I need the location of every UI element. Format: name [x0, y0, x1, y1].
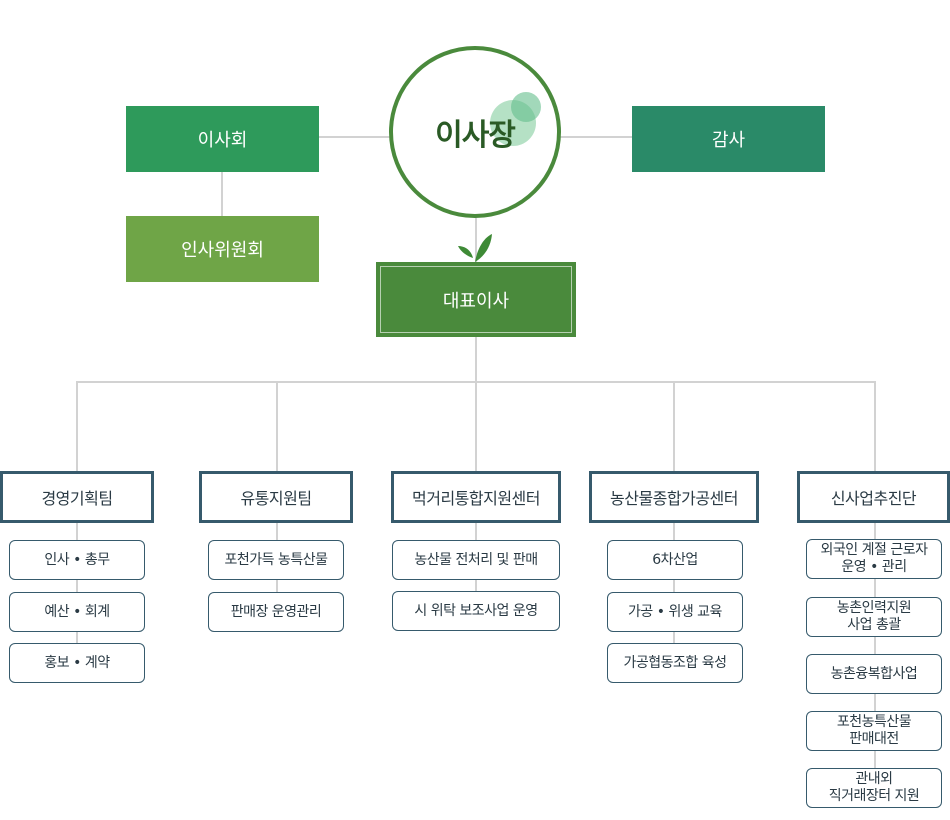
sub-unit[interactable]: 홍보 • 계약: [9, 643, 145, 683]
connector-team-3: [475, 381, 477, 473]
sub-unit[interactable]: 6차산업: [607, 540, 743, 580]
connector-team-5: [874, 381, 876, 473]
sub-unit[interactable]: 포천농특산물 판매대전: [806, 711, 942, 751]
connector-board-hr: [221, 171, 223, 217]
team-label: 농산물종합가공센터: [610, 489, 738, 508]
team-label: 경영기획팀: [41, 489, 113, 508]
connector-team-2: [276, 381, 278, 473]
sub-unit[interactable]: 가공 • 위생 교육: [607, 592, 743, 632]
sprout-icon: [458, 234, 492, 262]
audit-label: 감사: [711, 130, 746, 151]
sub-unit[interactable]: 관내외 직거래장터 지원: [806, 768, 942, 808]
ceo-box[interactable]: 대표이사: [376, 262, 576, 337]
chairman-label: 이사장: [435, 118, 516, 153]
team-box[interactable]: 신사업추진단: [797, 471, 950, 523]
sub-unit[interactable]: 예산 • 회계: [9, 592, 145, 632]
sub-unit[interactable]: 시 위탁 보조사업 운영: [392, 591, 560, 631]
chairman-circle[interactable]: 이사장: [389, 46, 561, 218]
sub-unit[interactable]: 외국인 계절 근로자 운영 • 관리: [806, 539, 942, 579]
ceo-label: 대표이사: [442, 290, 510, 312]
chairman-decor-blob-small: [511, 92, 541, 122]
sub-unit[interactable]: 인사 • 총무: [9, 540, 145, 580]
team-label: 신사업추진단: [830, 489, 917, 508]
hr-committee-box[interactable]: 인사위원회: [126, 216, 319, 282]
team-box[interactable]: 농산물종합가공센터: [589, 471, 759, 523]
connector-ceo-bus: [475, 336, 477, 382]
sub-unit[interactable]: 농촌인력지원 사업 총괄: [806, 597, 942, 637]
connector-team-1: [76, 381, 78, 473]
team-label: 유통지원팀: [240, 489, 312, 508]
sub-unit[interactable]: 포천가득 농특산물: [208, 540, 344, 580]
team-box[interactable]: 경영기획팀: [0, 471, 154, 523]
connector-chairman-ceo: [475, 214, 477, 264]
board-label: 이사회: [197, 130, 248, 151]
team-label: 먹거리통합지원센터: [412, 489, 540, 508]
connector-subs-4: [673, 520, 675, 662]
sub-unit[interactable]: 판매장 운영관리: [208, 592, 344, 632]
hr-committee-label: 인사위원회: [181, 240, 264, 261]
audit-box[interactable]: 감사: [632, 106, 825, 172]
board-box[interactable]: 이사회: [126, 106, 319, 172]
connector-team-4: [673, 381, 675, 473]
ceo-box-inner-border: [380, 266, 572, 333]
sub-unit[interactable]: 가공협동조합 육성: [607, 643, 743, 683]
sub-unit[interactable]: 농촌융복합사업: [806, 654, 942, 694]
team-box[interactable]: 먹거리통합지원센터: [391, 471, 561, 523]
connector-board-chairman: [318, 136, 394, 138]
sub-unit[interactable]: 농산물 전처리 및 판매: [392, 540, 560, 580]
connector-chairman-audit: [560, 136, 632, 138]
connector-subs-1: [76, 520, 78, 660]
team-box[interactable]: 유통지원팀: [199, 471, 353, 523]
